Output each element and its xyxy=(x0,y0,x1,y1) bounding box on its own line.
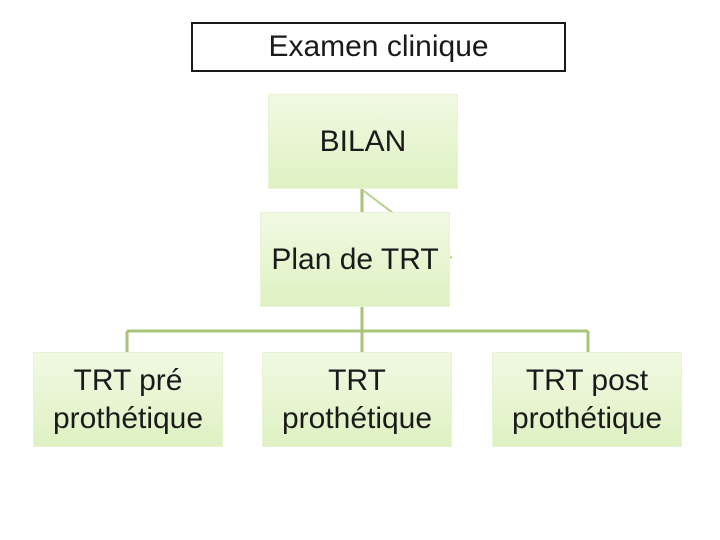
diagram-title: Examen clinique xyxy=(191,22,566,72)
node-plan-label: Plan de TRT xyxy=(271,242,439,276)
node-plan-de-trt: Plan de TRT xyxy=(260,212,450,307)
node-trt-post-prothetique: TRT post prothétique xyxy=(492,352,682,447)
node-trt-pre-prothetique: TRT pré prothétique xyxy=(33,352,223,447)
node-prot-label: TRT prothétique xyxy=(281,364,433,435)
diagram-title-text: Examen clinique xyxy=(268,30,489,63)
node-bilan: BILAN xyxy=(268,94,458,189)
node-pre-label: TRT pré prothétique xyxy=(52,364,204,435)
node-post-label: TRT post prothétique xyxy=(511,364,663,435)
node-trt-prothetique: TRT prothétique xyxy=(262,352,452,447)
node-bilan-label: BILAN xyxy=(319,124,407,158)
